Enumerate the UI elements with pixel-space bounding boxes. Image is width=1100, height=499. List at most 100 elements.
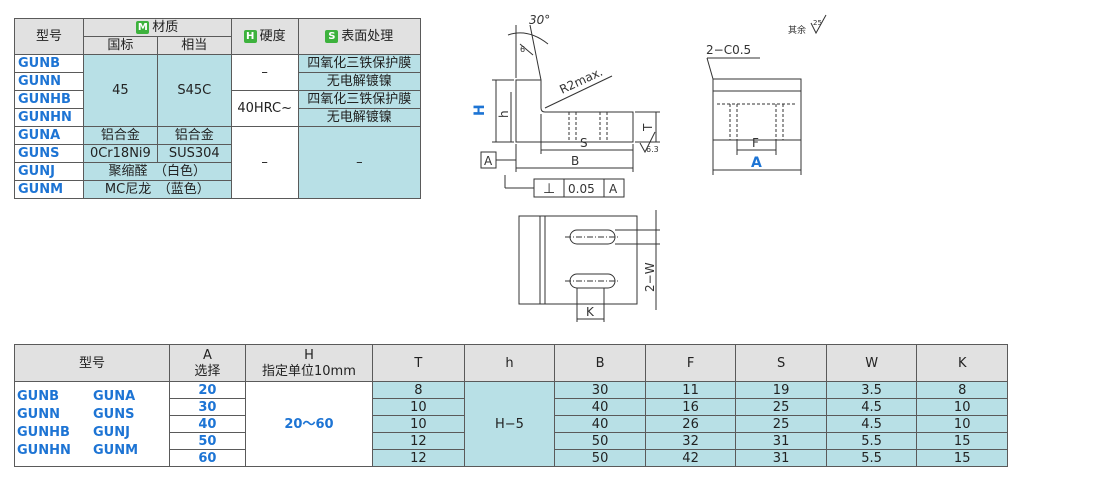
cell-B: 50 [554, 432, 646, 450]
label-K: K [586, 305, 595, 319]
hardness-none-lower: – [230, 126, 299, 199]
cell-F: 11 [644, 381, 737, 399]
surface-none-lower: – [297, 126, 422, 199]
model-list-cell: GUNB GUNA GUNN GUNS GUNHB GUNJ GUNHN GUN… [14, 381, 170, 467]
cell-T: 8 [372, 381, 465, 399]
label-tolerance: 0.05 [568, 182, 595, 196]
label-datum-ref: A [609, 182, 618, 196]
angle-arc [507, 32, 549, 45]
cell-W: 4.5 [825, 398, 918, 416]
model-item: GUNHN [17, 443, 71, 458]
model-code: GUNHB [14, 90, 84, 109]
header-hardness-label: 硬度 [259, 29, 286, 44]
label-2W: 2−W [643, 262, 657, 292]
model-item: GUNJ [93, 425, 130, 440]
header-surface-label: 表面处理 [341, 29, 394, 44]
cell-S: 31 [735, 449, 827, 467]
header-material-label: 材质 [152, 20, 179, 35]
model-item: GUNHB [17, 425, 70, 440]
header-gb: 国标 [82, 36, 158, 55]
cell-h: H−5 [463, 381, 556, 467]
cell-B: 30 [554, 381, 646, 399]
surface-treatment: 四氧化三铁保护膜 [297, 54, 422, 73]
cell-T: 12 [372, 449, 465, 467]
cell-K: 8 [916, 381, 1008, 399]
label-perp-symbol: ⊥ [543, 181, 555, 197]
label-angle: 30° [529, 13, 550, 27]
label-rest: 其余 [788, 24, 806, 36]
header-equiv: 相当 [156, 36, 232, 55]
cell-K: 15 [916, 449, 1008, 467]
cell-S: 25 [735, 415, 827, 433]
cell-B: 40 [554, 415, 646, 433]
cell-A: 60 [169, 449, 246, 467]
cell-A: 50 [169, 432, 246, 450]
label-rough-25: 25 [813, 19, 822, 27]
label-S: S [580, 136, 588, 150]
cell-W: 4.5 [825, 415, 918, 433]
material-gb-steel: 45 [82, 54, 158, 127]
cell-K: 15 [916, 432, 1008, 450]
col-model: 型号 [14, 344, 170, 382]
model-code: GUNN [14, 72, 84, 91]
cell-W: 5.5 [825, 432, 918, 450]
cell-S: 19 [735, 381, 827, 399]
col-F: F [644, 344, 737, 382]
col-H-label: H [304, 347, 314, 363]
front-view-hidden-lines [717, 103, 797, 140]
label-H: H [472, 104, 488, 116]
surface-treatment: 无电解镀镍 [297, 72, 422, 91]
col-H-unit: 指定单位10mm [262, 363, 356, 379]
label-r2max: R2max. [557, 65, 605, 97]
cell-K: 10 [916, 415, 1008, 433]
cell-T: 10 [372, 415, 465, 433]
surface-treatment: 无电解镀镍 [297, 108, 422, 127]
label-chamfer: 2−C0.5 [706, 43, 751, 57]
front-view-outline [712, 78, 802, 141]
label-A-dim: A [751, 155, 762, 171]
label-datum-A: A [484, 154, 493, 168]
model-list: GUNB GUNA GUNN GUNS GUNHB GUNJ GUNHN GUN… [15, 389, 169, 459]
cell-A: 20 [169, 381, 246, 399]
surface-treatment: 四氧化三铁保护膜 [297, 90, 422, 109]
cell-S: 31 [735, 432, 827, 450]
material-gb-ss: 0Cr18Ni9 [82, 144, 158, 163]
cell-A: 40 [169, 415, 246, 433]
cell-B: 40 [554, 398, 646, 416]
roughness-mark-6-3 [639, 131, 656, 154]
cell-T: 10 [372, 398, 465, 416]
label-F: F [752, 136, 759, 150]
col-h: h [463, 344, 556, 382]
side-view-outline [515, 79, 634, 143]
header-model: 型号 [14, 18, 84, 55]
label-T: T [641, 123, 655, 132]
model-code: GUNM [14, 180, 84, 199]
model-item: GUNB [17, 389, 60, 404]
label-small-6: 6 [520, 45, 525, 54]
tolerance-frame [533, 178, 625, 198]
col-T: T [372, 344, 465, 382]
cell-B: 50 [554, 449, 646, 467]
angle-incline-line [529, 24, 542, 81]
top-view-outline [518, 215, 638, 305]
cell-F: 16 [644, 398, 737, 416]
model-item: GUNA [93, 389, 136, 404]
label-rough-6-3: 6.3 [646, 145, 659, 154]
cell-T: 12 [372, 432, 465, 450]
surface-badge: S [325, 30, 339, 43]
col-B: B [554, 344, 646, 382]
cell-F: 42 [644, 449, 737, 467]
chamfer-leader [706, 57, 714, 80]
col-S: S [735, 344, 827, 382]
cell-F: 26 [644, 415, 737, 433]
label-h: h [497, 110, 511, 118]
cell-W: 5.5 [825, 449, 918, 467]
model-code: GUNHN [14, 108, 84, 127]
hardness-40hrc: 40HRC~ [230, 90, 299, 127]
